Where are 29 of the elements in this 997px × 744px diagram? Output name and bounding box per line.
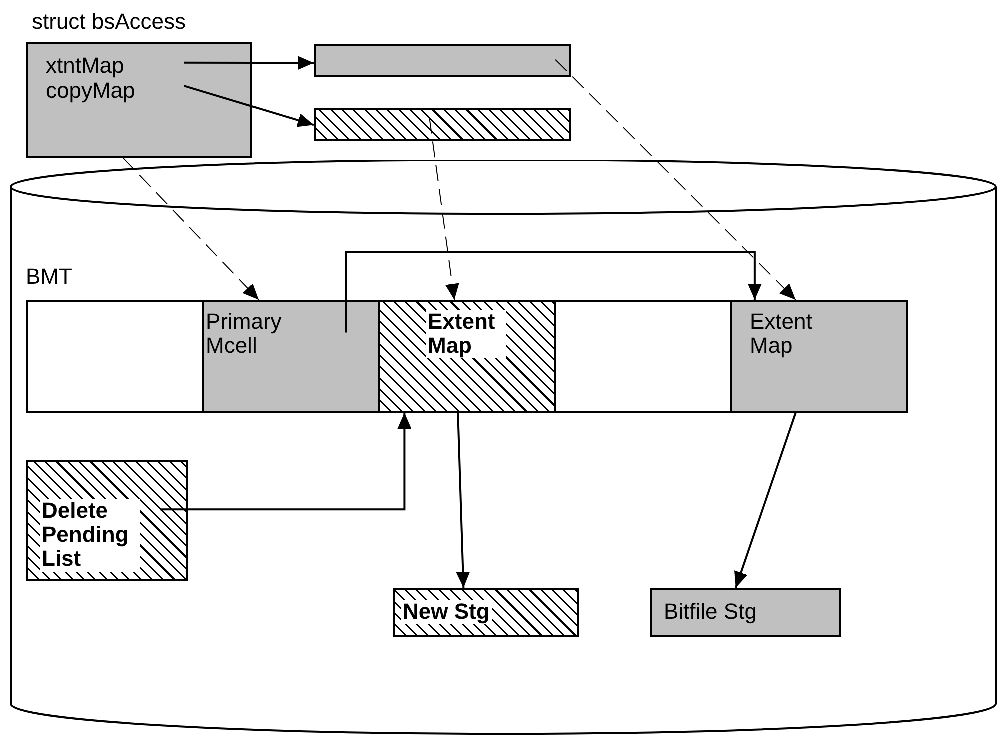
table-cell: [202, 300, 380, 413]
table-cell: [26, 300, 204, 413]
arrow: [184, 56, 314, 70]
hatched-memory-bar: [314, 108, 571, 141]
arrow: [345, 251, 762, 333]
hatched-list-box: [26, 460, 188, 581]
hatched-storage-box: [393, 588, 579, 637]
list-label: Delete Pending List: [40, 499, 140, 572]
memory-bar: [314, 44, 571, 77]
cell-label: Extent Map: [426, 310, 506, 358]
arrow: [456, 412, 470, 588]
hatched-table-cell: [378, 300, 556, 413]
table-cell: [554, 300, 732, 413]
struct-heading: struct bsAccess: [32, 10, 186, 34]
arrow: [122, 158, 260, 300]
table-heading: BMT: [26, 265, 72, 290]
cell-label: Primary Mcell: [206, 310, 283, 358]
cell-label: Extent Map: [750, 310, 814, 358]
arrow: [429, 117, 460, 300]
arrow: [555, 59, 796, 300]
storage-box: [650, 588, 841, 637]
arrow: [734, 412, 797, 588]
table-cell: [730, 300, 908, 413]
field-label: copyMap: [46, 79, 136, 104]
arrow: [184, 85, 314, 128]
arrow: [160, 413, 412, 511]
storage-label: New Stg: [401, 600, 492, 624]
storage-label: Bitfile Stg: [664, 600, 757, 624]
field-label: xtntMap: [46, 54, 124, 78]
